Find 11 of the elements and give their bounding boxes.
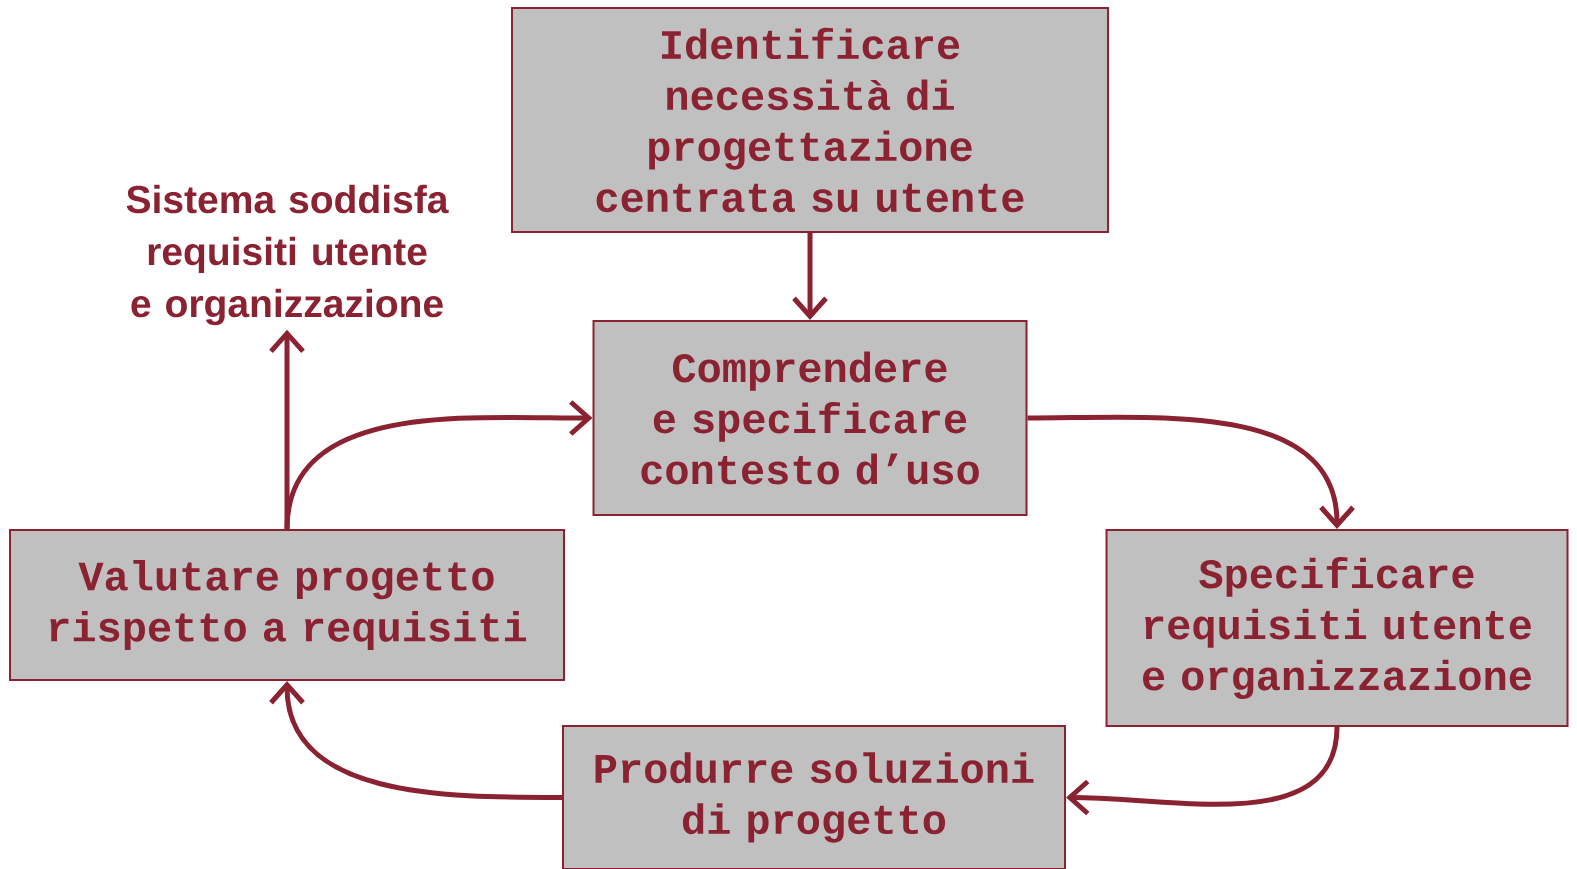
arrow (1027, 414, 1355, 529)
process-box: Valutare progetto rispetto a requisiti (9, 529, 565, 681)
process-box: Specificare requisiti utente e organizzazione (1105, 529, 1569, 727)
outcome-text: Sistema soddisfa requisiti utente e organizzazione (126, 184, 449, 326)
arrow (792, 233, 828, 320)
arrow (269, 681, 562, 800)
process-box: Produrre soluzioni di progetto (562, 725, 1066, 869)
arrow (1066, 726, 1340, 816)
process-box: Identificare necessità di progettazione centrata su utente (511, 7, 1109, 233)
process-box: Comprendere e specificare contesto d’uso (592, 320, 1028, 516)
arrow (269, 329, 305, 529)
